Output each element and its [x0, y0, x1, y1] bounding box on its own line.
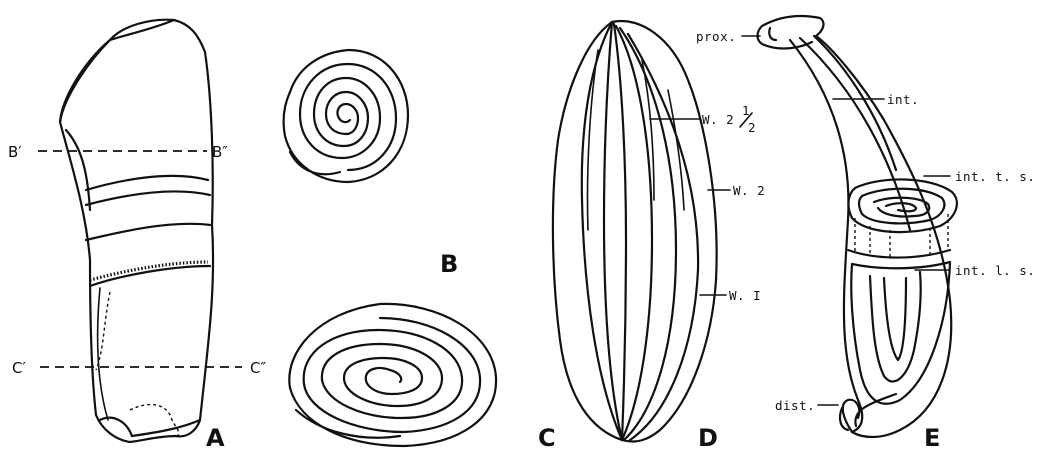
- figure-b-cross-section: [282, 48, 410, 184]
- label-interior: int.: [887, 92, 919, 107]
- label-whorl-2-half: W. 2: [702, 112, 734, 127]
- figure-a-specimen: [38, 18, 242, 444]
- section-label-b-prime: B′: [8, 143, 22, 161]
- panel-label-d: D: [698, 424, 718, 449]
- label-proximal: prox.: [696, 29, 736, 44]
- label-whorl-2-half-denominator: 2: [748, 120, 756, 135]
- panel-label-b: B: [440, 250, 458, 278]
- label-distal: dist.: [775, 398, 815, 413]
- section-label-b-double-prime: B″: [212, 143, 228, 161]
- figure-c-cross-section: [288, 302, 498, 448]
- label-interior-transverse-section: int. t. s.: [955, 169, 1035, 184]
- panel-label-a: A: [206, 424, 225, 449]
- label-whorl-2-half-numerator: 1: [742, 103, 750, 118]
- panel-label-c: C: [538, 424, 556, 449]
- fraction-slash: [739, 112, 753, 128]
- section-label-c-double-prime: C″: [250, 359, 266, 377]
- label-whorl-2: W. 2: [733, 183, 765, 198]
- label-whorl-1: W. I: [729, 288, 761, 303]
- figure-d-shell: [551, 19, 731, 443]
- label-interior-longitudinal-section: int. l. s.: [955, 263, 1035, 278]
- section-label-c-prime: C′: [12, 359, 26, 377]
- figure-e-interior: [741, 15, 958, 439]
- panel-label-e: E: [924, 424, 940, 449]
